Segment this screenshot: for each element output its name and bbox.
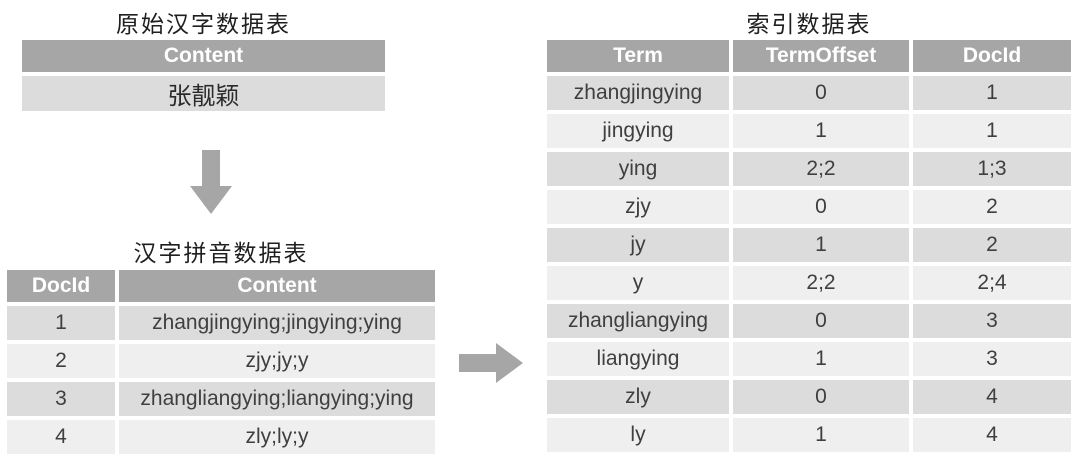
original-table-title: 原始汉字数据表	[116, 12, 291, 38]
cell: 4	[911, 416, 1073, 454]
column-header: Content	[117, 268, 437, 304]
cell: zly	[545, 378, 731, 416]
cell: 0	[731, 188, 911, 226]
cell: 3	[5, 380, 117, 418]
cell: 3	[911, 340, 1073, 378]
cell: zjy;jy;y	[117, 342, 437, 380]
cell: 3	[911, 302, 1073, 340]
cell: y	[545, 264, 731, 302]
cell: 4	[911, 378, 1073, 416]
cell: 2;2	[731, 264, 911, 302]
cell: 1;3	[911, 150, 1073, 188]
cell: zhangliangying;liangying;ying	[117, 380, 437, 418]
table-row: 张靓颖	[20, 74, 387, 113]
cell: zly;ly;y	[117, 418, 437, 456]
cell: jy	[545, 226, 731, 264]
cell: 0	[731, 74, 911, 112]
cell: 0	[731, 302, 911, 340]
cell: 1	[731, 112, 911, 150]
column-header: DocId	[5, 268, 117, 304]
cell: 张靓颖	[20, 74, 387, 113]
flow-right-arrow-icon	[459, 343, 523, 388]
cell: 1	[731, 226, 911, 264]
flow-down-arrow-icon	[190, 150, 232, 219]
column-header: TermOffset	[731, 38, 911, 74]
cell: 0	[731, 378, 911, 416]
cell: 2;2	[731, 150, 911, 188]
cell: 4	[5, 418, 117, 456]
cell: liangying	[545, 340, 731, 378]
header-row: Content	[20, 38, 387, 74]
cell: ying	[545, 150, 731, 188]
cell: zhangjingying;jingying;ying	[117, 304, 437, 342]
right-arrow-shape	[459, 343, 523, 383]
cell: 1	[5, 304, 117, 342]
pinyin-table-title: 汉字拼音数据表	[133, 241, 309, 267]
cell: jingying	[545, 112, 731, 150]
cell: zhangjingying	[545, 74, 731, 112]
down-arrow-shape	[190, 150, 232, 214]
cell: 1	[731, 416, 911, 454]
cell: 2;4	[911, 264, 1073, 302]
cell: 2	[911, 188, 1073, 226]
cell: 1	[911, 112, 1073, 150]
cell: zhangliangying	[545, 302, 731, 340]
cell: ly	[545, 416, 731, 454]
cell: 2	[5, 342, 117, 380]
column-header: Content	[20, 38, 387, 74]
cell: 2	[911, 226, 1073, 264]
column-header: Term	[545, 38, 731, 74]
index-table-title: 索引数据表	[746, 12, 872, 38]
cell: 1	[731, 340, 911, 378]
column-header: DocId	[911, 38, 1073, 74]
cell: zjy	[545, 188, 731, 226]
cell: 1	[911, 74, 1073, 112]
